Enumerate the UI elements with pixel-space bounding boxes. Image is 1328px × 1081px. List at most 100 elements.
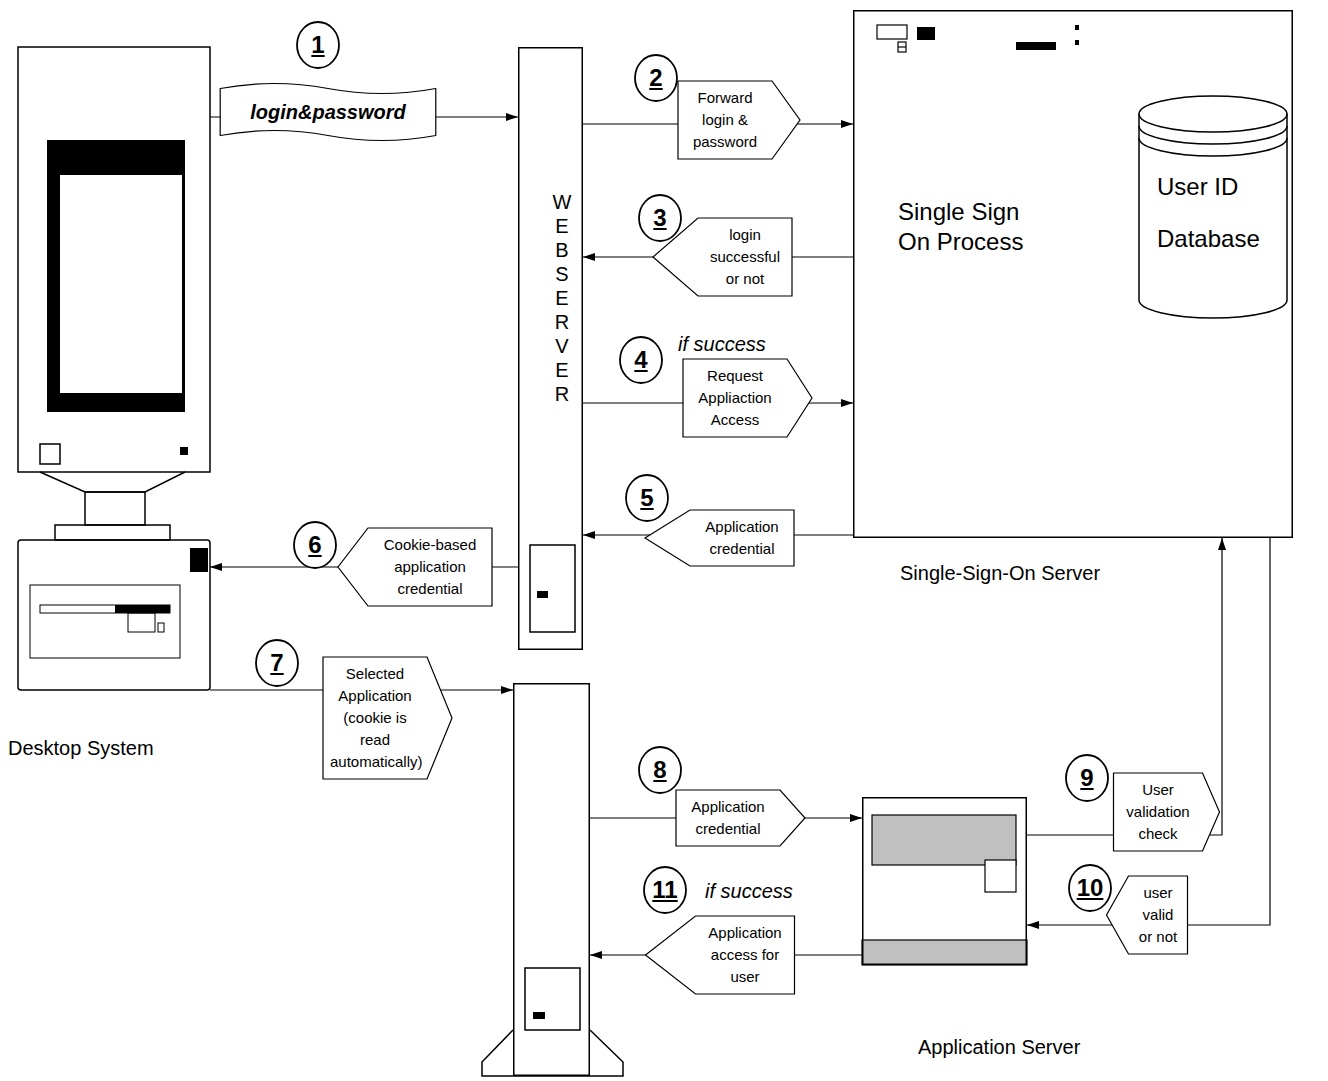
edge-label: Application credential — [697, 516, 787, 560]
drive-bay — [30, 585, 180, 658]
drive-slot — [40, 605, 170, 613]
callout-circle — [639, 195, 681, 241]
label-flag-group — [220, 81, 1219, 994]
label-flag — [338, 528, 492, 606]
callout-number: 7 — [270, 649, 283, 677]
edge-label: user valid or not — [1136, 882, 1181, 948]
node-label: Application Server — [918, 1035, 1080, 1059]
application-server-details — [862, 815, 1027, 965]
panel-dot — [1075, 40, 1079, 45]
condition-note: if success — [705, 879, 793, 903]
tower-feet — [482, 1030, 623, 1076]
node-label: User ID Database — [1157, 161, 1282, 265]
sso-server-box: Single-Sign-On ServerSingle Sign On Proc… — [853, 10, 1293, 538]
edge-label: Forward login & password — [685, 87, 765, 153]
panel-bar — [1016, 42, 1056, 50]
condition-note: if success — [678, 332, 766, 356]
edge-label: User validation check — [1121, 779, 1196, 845]
drive-slot-fill — [115, 605, 170, 613]
callout-number: 4 — [634, 346, 647, 374]
drive-light — [537, 591, 548, 598]
tower-details — [482, 968, 623, 1076]
power-led — [180, 447, 188, 455]
callout-circle-group — [256, 22, 1111, 913]
computer-base — [18, 540, 210, 690]
panel-slot — [877, 25, 907, 39]
webserver-details — [530, 545, 575, 632]
callout-number: 9 — [1080, 764, 1093, 792]
server-slot — [985, 860, 1016, 892]
callout-number: 1 — [311, 31, 324, 59]
monitor-stand — [40, 472, 185, 492]
callout-circle — [1066, 755, 1108, 801]
callout-circle — [620, 337, 662, 383]
edge-label: Application credential — [683, 796, 773, 840]
label-flag — [323, 657, 452, 779]
label-flag — [1114, 773, 1220, 851]
callout-number: 6 — [308, 531, 321, 559]
base-plate — [55, 525, 170, 540]
node-label: Desktop System — [8, 736, 154, 760]
monitor-button — [40, 444, 60, 464]
callout-number: 11 — [652, 876, 677, 904]
edge-label: Application access for user — [703, 922, 788, 988]
stand-neck — [85, 492, 145, 525]
screen-area — [60, 175, 182, 393]
cylinder-top — [1139, 96, 1287, 132]
callout-circle — [635, 55, 677, 101]
database-cylinder: User ID Database — [1138, 96, 1288, 318]
webserver-box: WEBSERVER — [518, 47, 583, 650]
drive-panel — [525, 968, 580, 1030]
label-flag — [646, 916, 795, 994]
drive-light — [533, 1012, 545, 1019]
server-panel — [872, 815, 1016, 865]
cylinder-lines — [1139, 96, 1287, 318]
label-flag — [678, 81, 800, 159]
callout-circle — [256, 640, 298, 686]
drive-panel — [530, 545, 575, 632]
edge-label: login successful or not — [705, 224, 785, 290]
disk-ring — [1139, 126, 1287, 144]
node-label: WEBSERVER — [552, 190, 572, 406]
webserver-tower — [513, 683, 590, 1076]
callout-circle — [297, 22, 339, 68]
callout-number: 8 — [653, 756, 666, 784]
cylinder-body — [1139, 114, 1287, 318]
label-flag — [645, 510, 794, 566]
label-flag — [683, 359, 812, 437]
edge-label: Cookie-based application credential — [375, 534, 485, 600]
disk-ring — [1139, 138, 1287, 156]
desktop-system: Desktop System — [18, 47, 210, 690]
callout-circle — [639, 747, 681, 793]
application-server: Application Server — [862, 797, 1027, 965]
panel-dot — [1075, 25, 1079, 30]
cylinder-outline — [1138, 96, 1288, 318]
callout-number: 2 — [649, 64, 662, 92]
base-switch — [190, 548, 208, 572]
edge-label: login&password — [250, 101, 406, 124]
node-label: Single Sign On Process — [898, 197, 1053, 257]
sso-server-details — [877, 25, 1079, 52]
callout-circle — [626, 475, 668, 521]
server-base — [862, 940, 1027, 965]
edge-label: Request Appliaction Access — [690, 365, 780, 431]
drive-led — [158, 623, 164, 632]
desktop-computer — [18, 47, 210, 690]
edge-label: Selected Application (cookie is read aut… — [330, 663, 420, 773]
label-banner — [220, 84, 436, 141]
panel-switch-line — [898, 46, 906, 47]
callout-number: 10 — [1077, 874, 1104, 902]
monitor-case — [18, 47, 210, 472]
node-label: Single-Sign-On Server — [900, 561, 1100, 585]
callout-circle — [1069, 865, 1111, 911]
screen-frame — [47, 140, 185, 412]
label-flag — [676, 790, 805, 846]
label-flag — [1107, 876, 1188, 954]
callout-circle — [644, 867, 686, 913]
panel-block — [917, 27, 935, 40]
panel-switch — [898, 42, 906, 52]
drive-button — [128, 613, 155, 632]
